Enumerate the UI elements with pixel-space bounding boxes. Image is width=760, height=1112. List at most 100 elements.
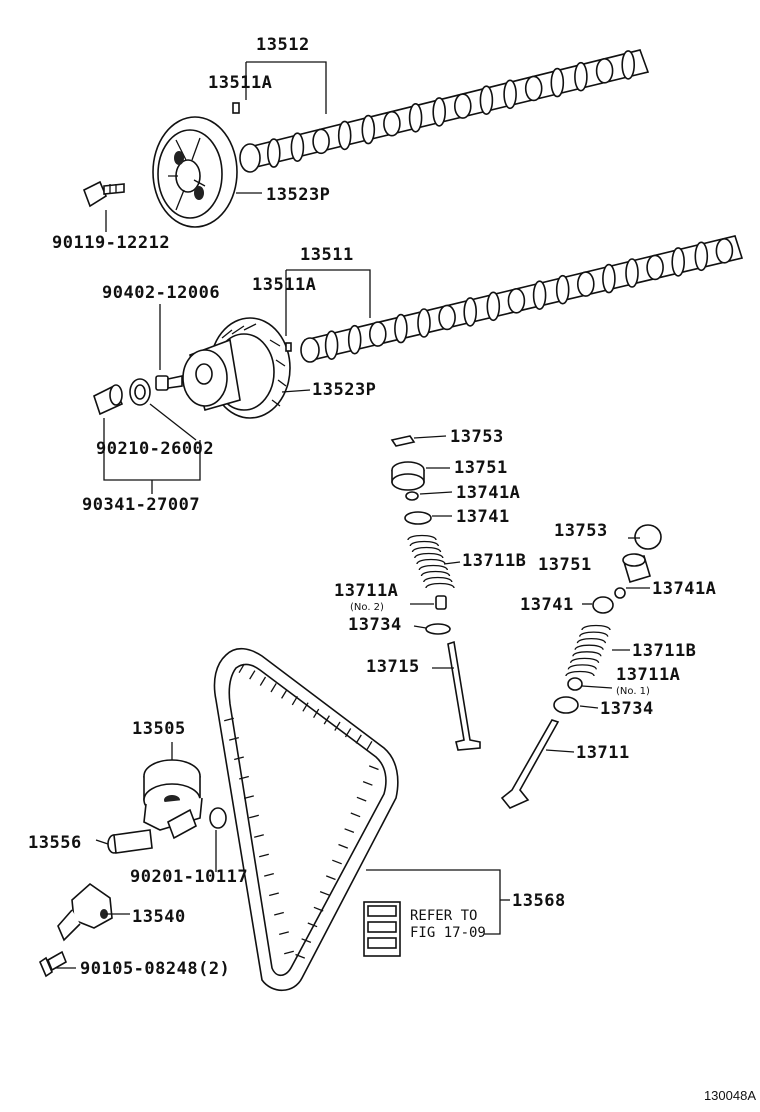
- knock-pin-mid: [285, 342, 292, 352]
- lower-cam-sprocket: [182, 317, 291, 419]
- cam-lobe: [671, 247, 686, 277]
- label-90105-08248: 90105-08248(2): [80, 959, 230, 979]
- belt-tooth: [249, 670, 256, 680]
- valve-train-b: [500, 524, 662, 809]
- label-13741A-a: 13741A: [456, 483, 520, 503]
- label-13512: 13512: [256, 35, 310, 55]
- label-13751-b: 13751: [538, 555, 592, 575]
- lower-camshaft: [300, 235, 744, 363]
- belt-tooth: [319, 890, 330, 896]
- belt-tooth: [325, 875, 336, 881]
- cam-lobe: [438, 304, 456, 331]
- cam-lobe: [432, 97, 447, 127]
- cam-lobe: [550, 67, 565, 98]
- belt-tooth: [356, 796, 367, 802]
- cam-lobe: [479, 85, 494, 115]
- label-13540: 13540: [132, 907, 186, 927]
- leader-lines: [56, 61, 650, 969]
- cam-lobe: [694, 241, 709, 272]
- belt-tooth: [302, 702, 309, 712]
- belt-tooth: [362, 780, 373, 786]
- belt-tooth: [338, 843, 349, 849]
- cam-lobe: [453, 93, 472, 119]
- belt-tooth: [259, 676, 267, 686]
- bolt-90119: [82, 180, 125, 208]
- belt-tooth: [274, 911, 284, 916]
- cam-lobe: [621, 50, 636, 80]
- belt-tooth: [368, 765, 379, 771]
- belt-tooth: [344, 828, 355, 834]
- belt-tooth: [344, 728, 352, 738]
- belt-tooth: [269, 892, 279, 897]
- label-13753-b: 13753: [554, 521, 608, 541]
- bolt-90105: [39, 950, 68, 978]
- belt-tooth: [259, 853, 269, 858]
- label-13556: 13556: [28, 833, 82, 853]
- cam-lobe: [361, 114, 376, 145]
- refer-note-line1: REFER TO: [410, 908, 477, 924]
- label-90201-10117: 90201-10117: [130, 867, 248, 887]
- belt-tooth: [284, 950, 294, 955]
- belt-tooth: [355, 734, 362, 744]
- label-90402-12006: 90402-12006: [102, 283, 220, 303]
- belt-tooth: [244, 795, 254, 800]
- label-13511: 13511: [300, 245, 354, 265]
- label-13751-a: 13751: [454, 458, 508, 478]
- belt-tooth: [334, 721, 341, 731]
- refer-box-icon: [363, 901, 401, 957]
- cam-lobe: [715, 238, 734, 264]
- part-labels: 13512 13511A 13523P 90119-12212 13511 13…: [28, 35, 756, 1103]
- label-13741-a: 13741: [456, 507, 510, 527]
- label-13711A-a-no2: (No. 2): [350, 602, 384, 613]
- belt-tooth: [238, 663, 245, 674]
- label-13741A-b: 13741A: [652, 579, 716, 599]
- timing-belt: [213, 647, 399, 992]
- cam-lobe: [555, 274, 570, 305]
- belt-tooth: [270, 683, 277, 693]
- label-13753-a: 13753: [450, 427, 504, 447]
- cam-lobe: [532, 280, 547, 311]
- belt-tooth: [307, 922, 318, 928]
- label-13523P-mid: 13523P: [312, 380, 376, 400]
- valve-train-a: [390, 435, 481, 751]
- belt-tooth: [229, 736, 239, 741]
- label-90210-26002: 90210-26002: [96, 439, 214, 459]
- cam-lobe: [337, 120, 352, 151]
- label-13711A-a: 13711A: [334, 581, 398, 601]
- cam-lobe: [266, 138, 281, 168]
- label-13711A-b: 13711A: [616, 665, 680, 685]
- cam-lobe: [324, 330, 339, 361]
- belt-tooth: [291, 695, 298, 706]
- belt-tooth: [366, 740, 373, 751]
- knock-pin-top: [232, 102, 240, 114]
- label-13711B-a: 13711B: [462, 551, 526, 571]
- cam-lobe: [417, 308, 431, 338]
- cam-lobe: [312, 128, 330, 155]
- label-13711: 13711: [576, 743, 630, 763]
- upper-cam-sprocket: [152, 116, 238, 228]
- tensioner-13540: [57, 882, 113, 942]
- pulley-bolt-13556: [107, 829, 153, 854]
- idler-pulley-13505: [143, 759, 203, 831]
- label-13734-b: 13734: [600, 699, 654, 719]
- label-90341-27007: 90341-27007: [82, 495, 200, 515]
- belt-tooth: [301, 938, 312, 944]
- belt-tooth: [323, 715, 330, 725]
- cam-lobe: [463, 297, 478, 327]
- cam-lobe: [383, 110, 401, 137]
- belt-tooth: [350, 812, 361, 818]
- belt-tooth: [239, 775, 249, 780]
- belt-tooth: [313, 708, 320, 719]
- gasket-90210: [129, 378, 151, 406]
- cam-lobe: [574, 61, 588, 92]
- bolt-90402: [155, 375, 183, 391]
- belt-tooth: [279, 931, 289, 936]
- plug-90341: [93, 384, 124, 416]
- cam-lobe: [625, 258, 639, 288]
- label-13734-a: 13734: [348, 615, 402, 635]
- belt-tooth: [295, 953, 306, 959]
- cam-lobe: [507, 287, 526, 314]
- cam-lobe: [347, 324, 362, 355]
